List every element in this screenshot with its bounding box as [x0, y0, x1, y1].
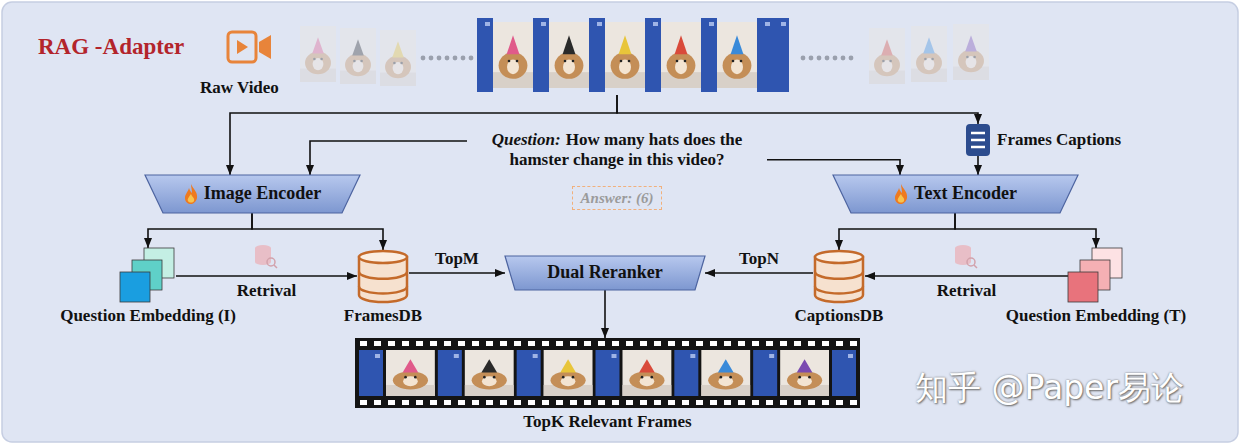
flame-icon: [184, 184, 198, 204]
node-label: Image Encoder: [204, 183, 321, 205]
topk-film-strip: TopK Relevant Frames: [355, 338, 860, 408]
embedding-icon: Question Embedding (T): [1068, 248, 1124, 302]
connector-arrow: [767, 160, 900, 175]
node-label: Question Embedding (T): [1006, 306, 1186, 326]
reranker-trapezoid: Dual Reranker: [505, 256, 705, 290]
node-label: TopK Relevant Frames: [523, 412, 691, 432]
edge-label: Retrival: [237, 281, 296, 301]
squares-shape: [120, 248, 176, 302]
raw-video-strip: Raw Video: [295, 12, 1000, 95]
video-icon: [228, 32, 271, 62]
node-label: FramesDB: [344, 306, 422, 326]
question-heading: Question:: [492, 130, 561, 149]
database-icon: CaptionsDB: [813, 250, 865, 302]
answer-box: Answer: (6): [572, 186, 663, 210]
rawstrip-shape: [295, 12, 1000, 95]
connector-arrow: [409, 272, 505, 274]
connector-arrow: [955, 213, 1096, 248]
node-label: Text Encoder: [914, 183, 1017, 205]
flame-icon: [894, 184, 908, 204]
captions-icon: Frames Captions: [966, 124, 990, 156]
db-shape: [813, 250, 865, 302]
edge-label: TopM: [435, 249, 479, 269]
node-label: Dual Reranker: [547, 262, 663, 284]
encoder-trapezoid: Image Encoder: [145, 175, 360, 213]
diagram-title: RAG -Adapter: [38, 33, 184, 61]
connector-arrow: [839, 213, 955, 250]
encoder-trapezoid: Text Encoder: [833, 175, 1078, 213]
connector-arrow: [176, 275, 357, 277]
connector-arrow: [705, 272, 813, 274]
connector-arrow: [617, 95, 978, 124]
film-shape: [355, 338, 860, 408]
retrieval-icon: [255, 245, 277, 268]
edge-label: TopN: [739, 249, 779, 269]
connector-arrow: [865, 275, 1068, 277]
squares-shape: [1068, 248, 1124, 302]
db-shape: [357, 250, 409, 302]
doc-shape: [966, 124, 990, 156]
retrieval-icon: [955, 245, 977, 268]
watermark: 知乎 @Paper易论: [915, 368, 1184, 408]
database-icon: FramesDB: [357, 250, 409, 302]
node-label: Question Embedding (I): [60, 306, 236, 326]
connector-arrow: [310, 141, 467, 175]
node-label: Frames Captions: [997, 130, 1121, 150]
embedding-icon: Question Embedding (I): [120, 248, 176, 302]
node-label: Answer: (6): [581, 190, 654, 206]
connector-arrow: [977, 156, 979, 175]
node-label: Raw Video: [200, 78, 279, 98]
connector-arrow: [604, 290, 606, 338]
edge-label: Retrival: [937, 281, 996, 301]
node-label: CaptionsDB: [795, 306, 884, 326]
question-text: Question:How many hats does the hamster …: [467, 130, 767, 171]
connector-arrow: [252, 213, 383, 250]
connector-arrow: [148, 213, 252, 248]
